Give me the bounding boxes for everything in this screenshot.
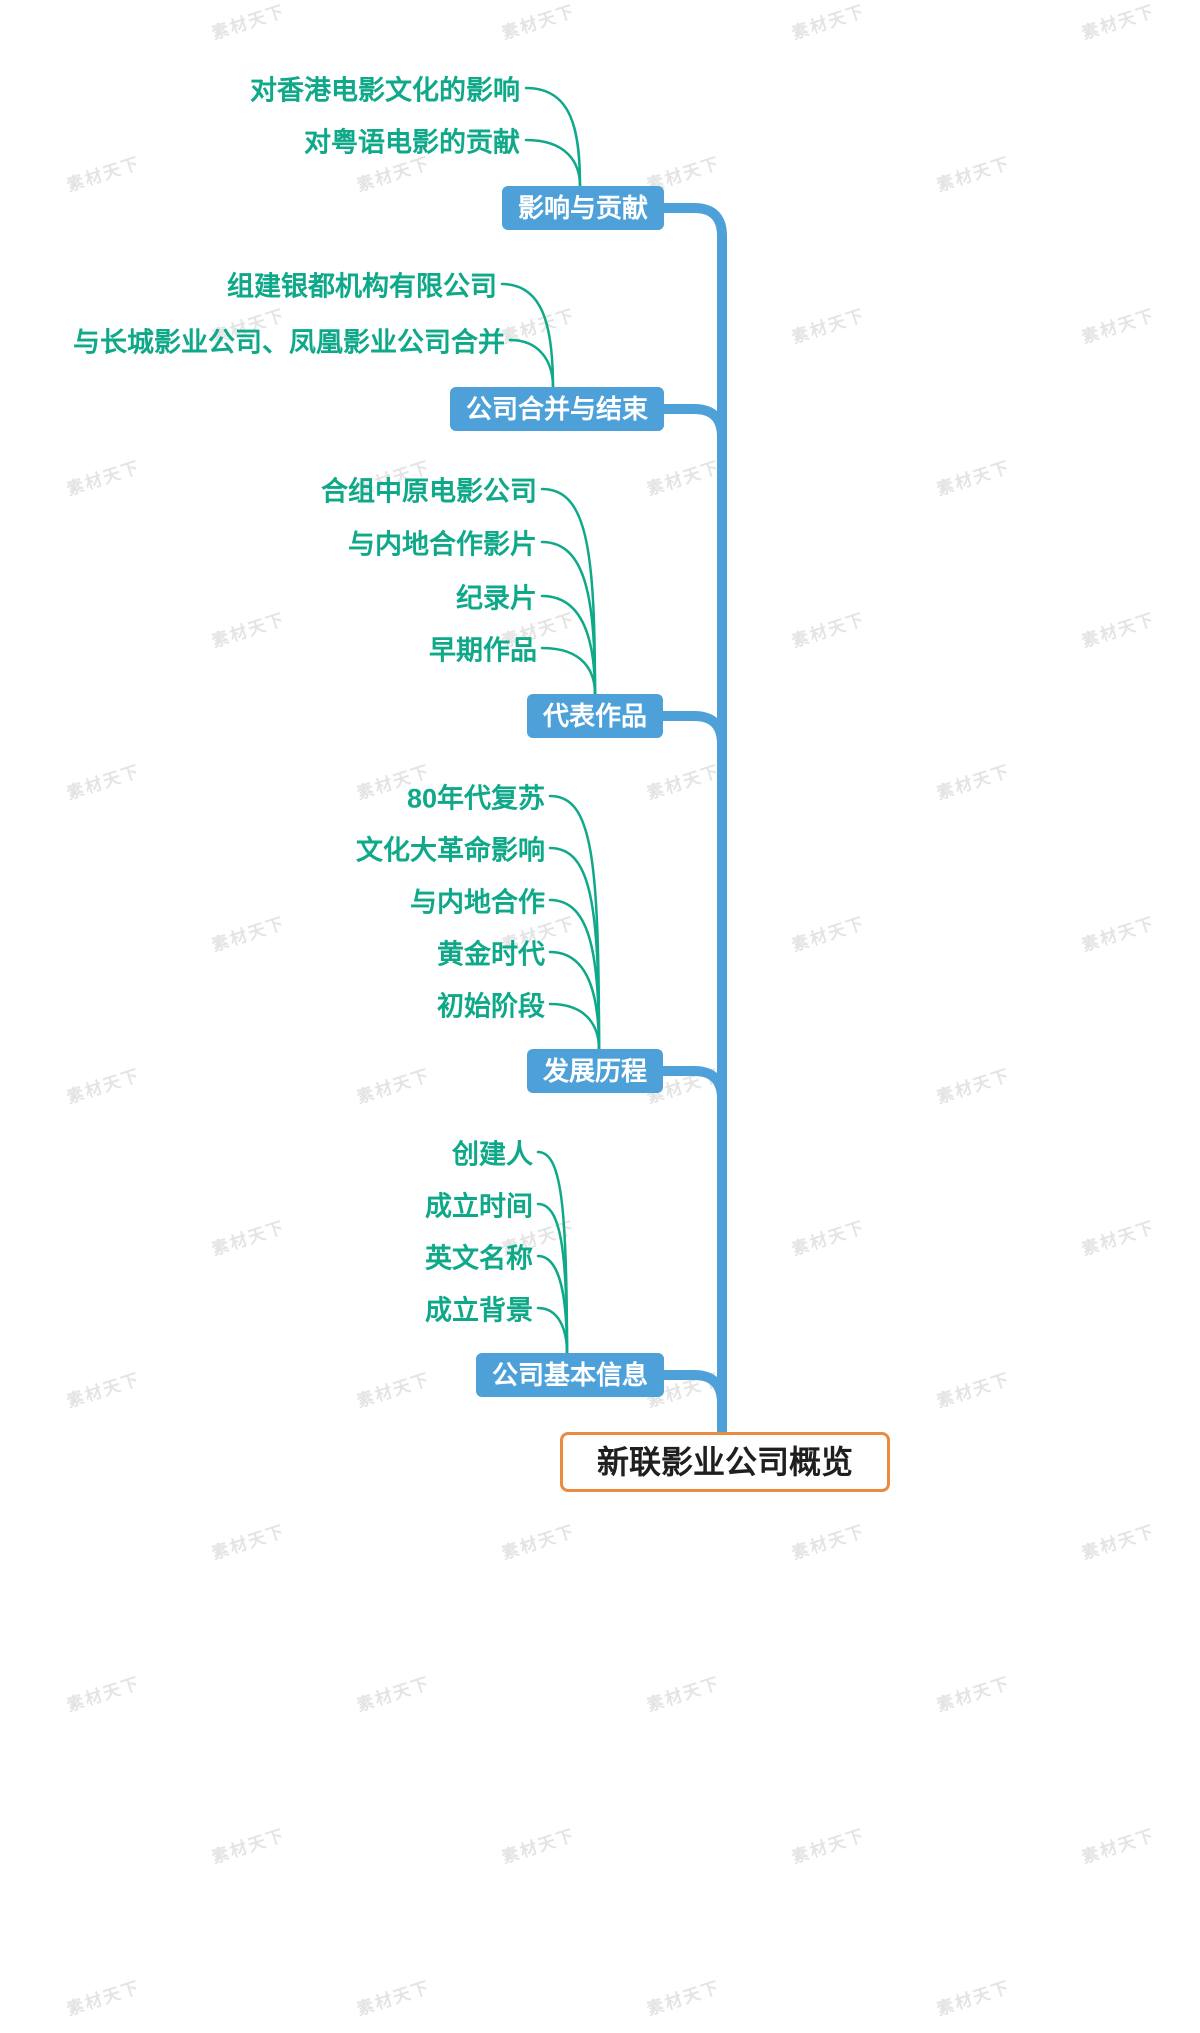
watermark-text: 素材天下 <box>64 1065 143 1108</box>
watermark-text: 素材天下 <box>64 457 143 500</box>
watermark-text: 素材天下 <box>644 761 723 804</box>
spine-line <box>653 203 727 1445</box>
watermark-text: 素材天下 <box>499 1825 578 1868</box>
branch-node[interactable]: 代表作品 <box>526 694 663 738</box>
child-connector <box>548 950 601 1051</box>
child-topic[interactable]: 黄金时代 <box>437 939 545 970</box>
child-topic[interactable]: 与长城影业公司、凤凰影业公司合并 <box>73 327 505 358</box>
branch-node[interactable]: 公司基本信息 <box>475 1353 664 1397</box>
child-topic[interactable]: 文化大革命影响 <box>356 835 545 866</box>
child-connector <box>548 846 601 1051</box>
branch-node[interactable]: 影响与贡献 <box>501 186 664 230</box>
watermark-text: 素材天下 <box>934 1977 1013 2020</box>
watermark-text: 素材天下 <box>64 1977 143 2020</box>
child-connector <box>508 338 555 389</box>
child-topic[interactable]: 对粤语电影的贡献 <box>304 127 520 158</box>
child-connector <box>536 1254 569 1355</box>
watermark-text: 素材天下 <box>934 1673 1013 1716</box>
watermark-text: 素材天下 <box>64 761 143 804</box>
watermark-text: 素材天下 <box>789 1521 868 1564</box>
child-topic[interactable]: 80年代复苏 <box>406 783 545 814</box>
child-connector <box>500 282 555 389</box>
watermark-text: 素材天下 <box>934 761 1013 804</box>
child-connector <box>540 646 597 696</box>
branch-node[interactable]: 公司合并与结束 <box>449 387 664 431</box>
branch-merge-curve <box>653 404 727 442</box>
child-connector <box>540 594 597 696</box>
watermark-text: 素材天下 <box>354 1673 433 1716</box>
child-topic[interactable]: 与内地合作影片 <box>348 529 537 560</box>
watermark-text: 素材天下 <box>64 1673 143 1716</box>
watermark-text: 素材天下 <box>644 1673 723 1716</box>
child-connector <box>548 1002 601 1051</box>
watermark-text: 素材天下 <box>1079 1521 1158 1564</box>
watermark-text: 素材天下 <box>934 153 1013 196</box>
watermark-text: 素材天下 <box>789 305 868 348</box>
child-topic[interactable]: 与内地合作 <box>410 887 545 918</box>
child-topic[interactable]: 纪录片 <box>456 583 537 614</box>
watermark-text: 素材天下 <box>934 1369 1013 1412</box>
watermark-text: 素材天下 <box>1079 1 1158 44</box>
branch-node[interactable]: 发展历程 <box>526 1049 663 1093</box>
watermark-text: 素材天下 <box>1079 913 1158 956</box>
watermark-text: 素材天下 <box>1079 1217 1158 1260</box>
watermark-text: 素材天下 <box>209 609 288 652</box>
watermark-text: 素材天下 <box>354 1369 433 1412</box>
child-topic[interactable]: 对香港电影文化的影响 <box>250 75 520 106</box>
watermark-text: 素材天下 <box>789 1 868 44</box>
watermark-text: 素材天下 <box>934 1065 1013 1108</box>
watermark-text: 素材天下 <box>789 1825 868 1868</box>
watermark-text: 素材天下 <box>499 305 578 348</box>
branch-merge-curve <box>652 711 727 749</box>
watermark-text: 素材天下 <box>644 457 723 500</box>
child-topic[interactable]: 合组中原电影公司 <box>321 476 537 507</box>
child-topic[interactable]: 组建银都机构有限公司 <box>227 271 497 302</box>
child-connector <box>536 1306 569 1355</box>
watermark-text: 素材天下 <box>644 1977 723 2020</box>
watermark-text: 素材天下 <box>789 609 868 652</box>
watermark-text: 素材天下 <box>499 1 578 44</box>
watermark-text: 素材天下 <box>64 1369 143 1412</box>
child-topic[interactable]: 早期作品 <box>429 635 537 666</box>
child-connector <box>524 138 582 188</box>
child-topic[interactable]: 成立背景 <box>425 1295 533 1326</box>
child-topic[interactable]: 成立时间 <box>425 1191 533 1222</box>
watermark-text: 素材天下 <box>789 1217 868 1260</box>
watermark-text: 素材天下 <box>934 457 1013 500</box>
watermark-text: 素材天下 <box>354 1065 433 1108</box>
watermark-text: 素材天下 <box>789 913 868 956</box>
watermark-text: 素材天下 <box>64 153 143 196</box>
watermark-text: 素材天下 <box>209 1217 288 1260</box>
child-topic[interactable]: 初始阶段 <box>437 991 545 1022</box>
root-node[interactable]: 新联影业公司概览 <box>560 1432 891 1492</box>
watermark-text: 素材天下 <box>499 1521 578 1564</box>
watermark-text: 素材天下 <box>1079 1825 1158 1868</box>
child-connector <box>540 487 597 696</box>
watermark-text: 素材天下 <box>354 1977 433 2020</box>
child-connector <box>536 1202 569 1355</box>
watermark-text: 素材天下 <box>1079 609 1158 652</box>
child-connector <box>524 86 582 188</box>
child-connector <box>540 540 597 696</box>
branch-merge-curve <box>652 1066 727 1104</box>
child-topic[interactable]: 创建人 <box>452 1139 533 1170</box>
watermark-text: 素材天下 <box>1079 305 1158 348</box>
watermark-text: 素材天下 <box>209 1825 288 1868</box>
watermark-text: 素材天下 <box>209 1521 288 1564</box>
child-connector <box>548 794 601 1051</box>
watermark-text: 素材天下 <box>209 1 288 44</box>
watermark-text: 素材天下 <box>209 913 288 956</box>
spine-connectors <box>652 203 727 1445</box>
child-connector <box>536 1150 569 1355</box>
branch-merge-curve <box>652 1370 727 1408</box>
child-topic[interactable]: 英文名称 <box>425 1243 533 1274</box>
child-connector <box>548 898 601 1051</box>
